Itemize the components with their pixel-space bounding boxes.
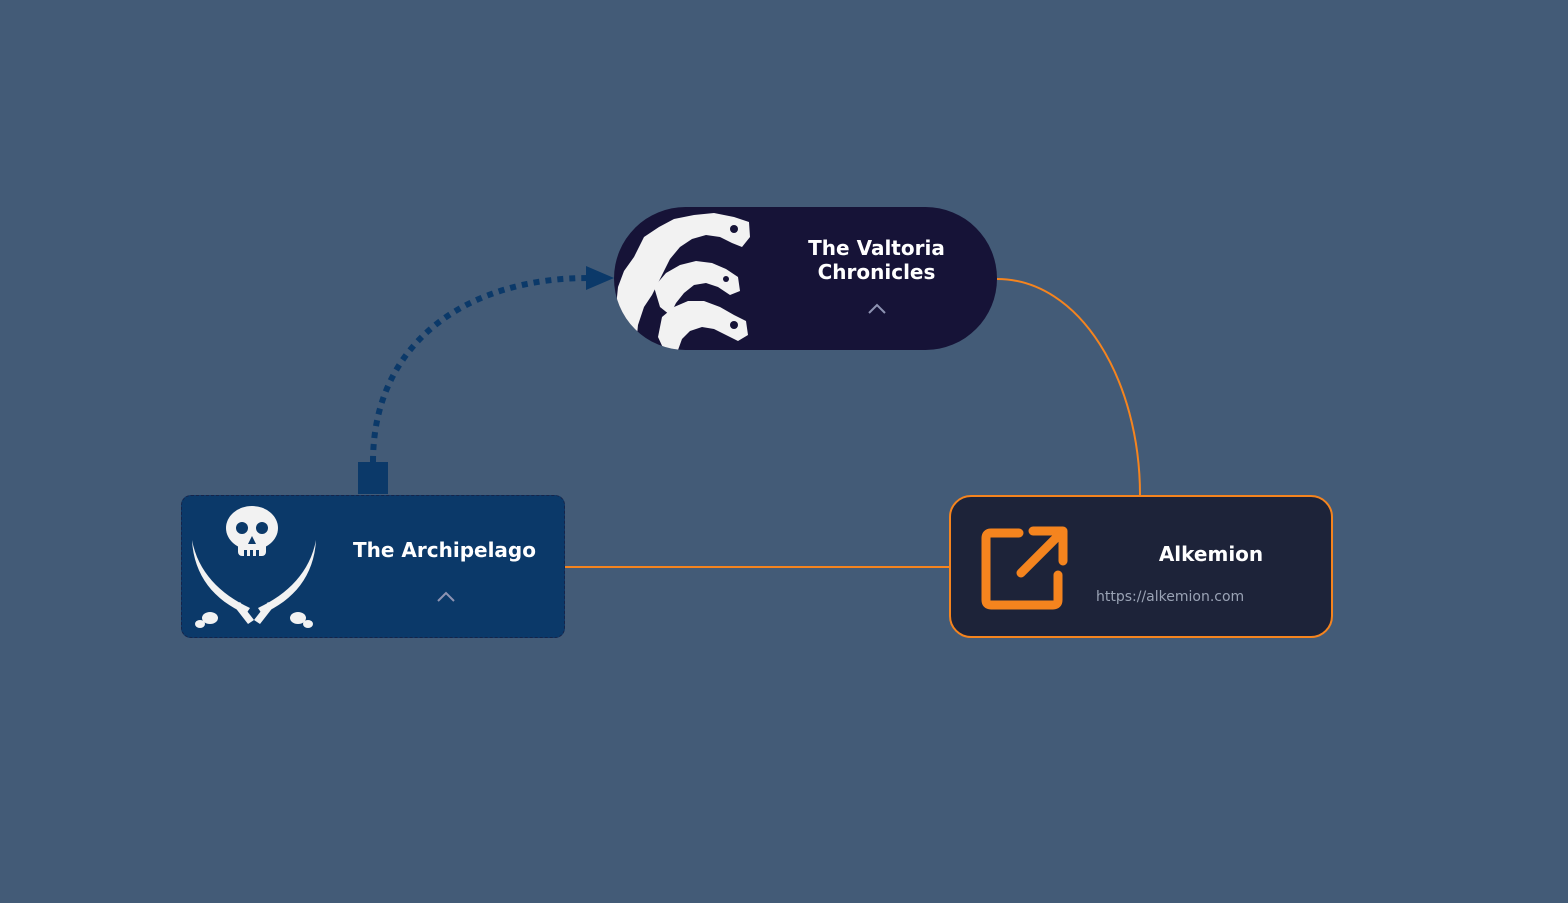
node-url[interactable]: https://alkemion.com — [1096, 589, 1245, 605]
node-title: The Archipelago — [353, 538, 536, 562]
node-alkemion-link[interactable]: Alkemion https://alkemion.com — [949, 495, 1333, 638]
hydra-icon — [616, 213, 750, 350]
node-the-archipelago[interactable]: The Archipelago — [181, 495, 565, 638]
node-title: Alkemion — [1158, 542, 1264, 566]
node-valtoria-chronicles[interactable]: The Valtoria Chronicles — [614, 207, 997, 350]
edge-arrowhead — [586, 266, 614, 290]
edge-handle[interactable] — [358, 462, 388, 494]
external-link-icon — [981, 526, 1068, 610]
node-title: The Valtoria Chronicles — [808, 236, 945, 284]
edge-archipelago-valtoria[interactable] — [370, 275, 589, 463]
chevron-up-icon[interactable] — [865, 301, 889, 317]
jolly-roger-icon — [192, 506, 316, 628]
edge-valtoria-alkemion[interactable] — [996, 278, 1141, 496]
chevron-up-icon[interactable] — [434, 589, 458, 605]
